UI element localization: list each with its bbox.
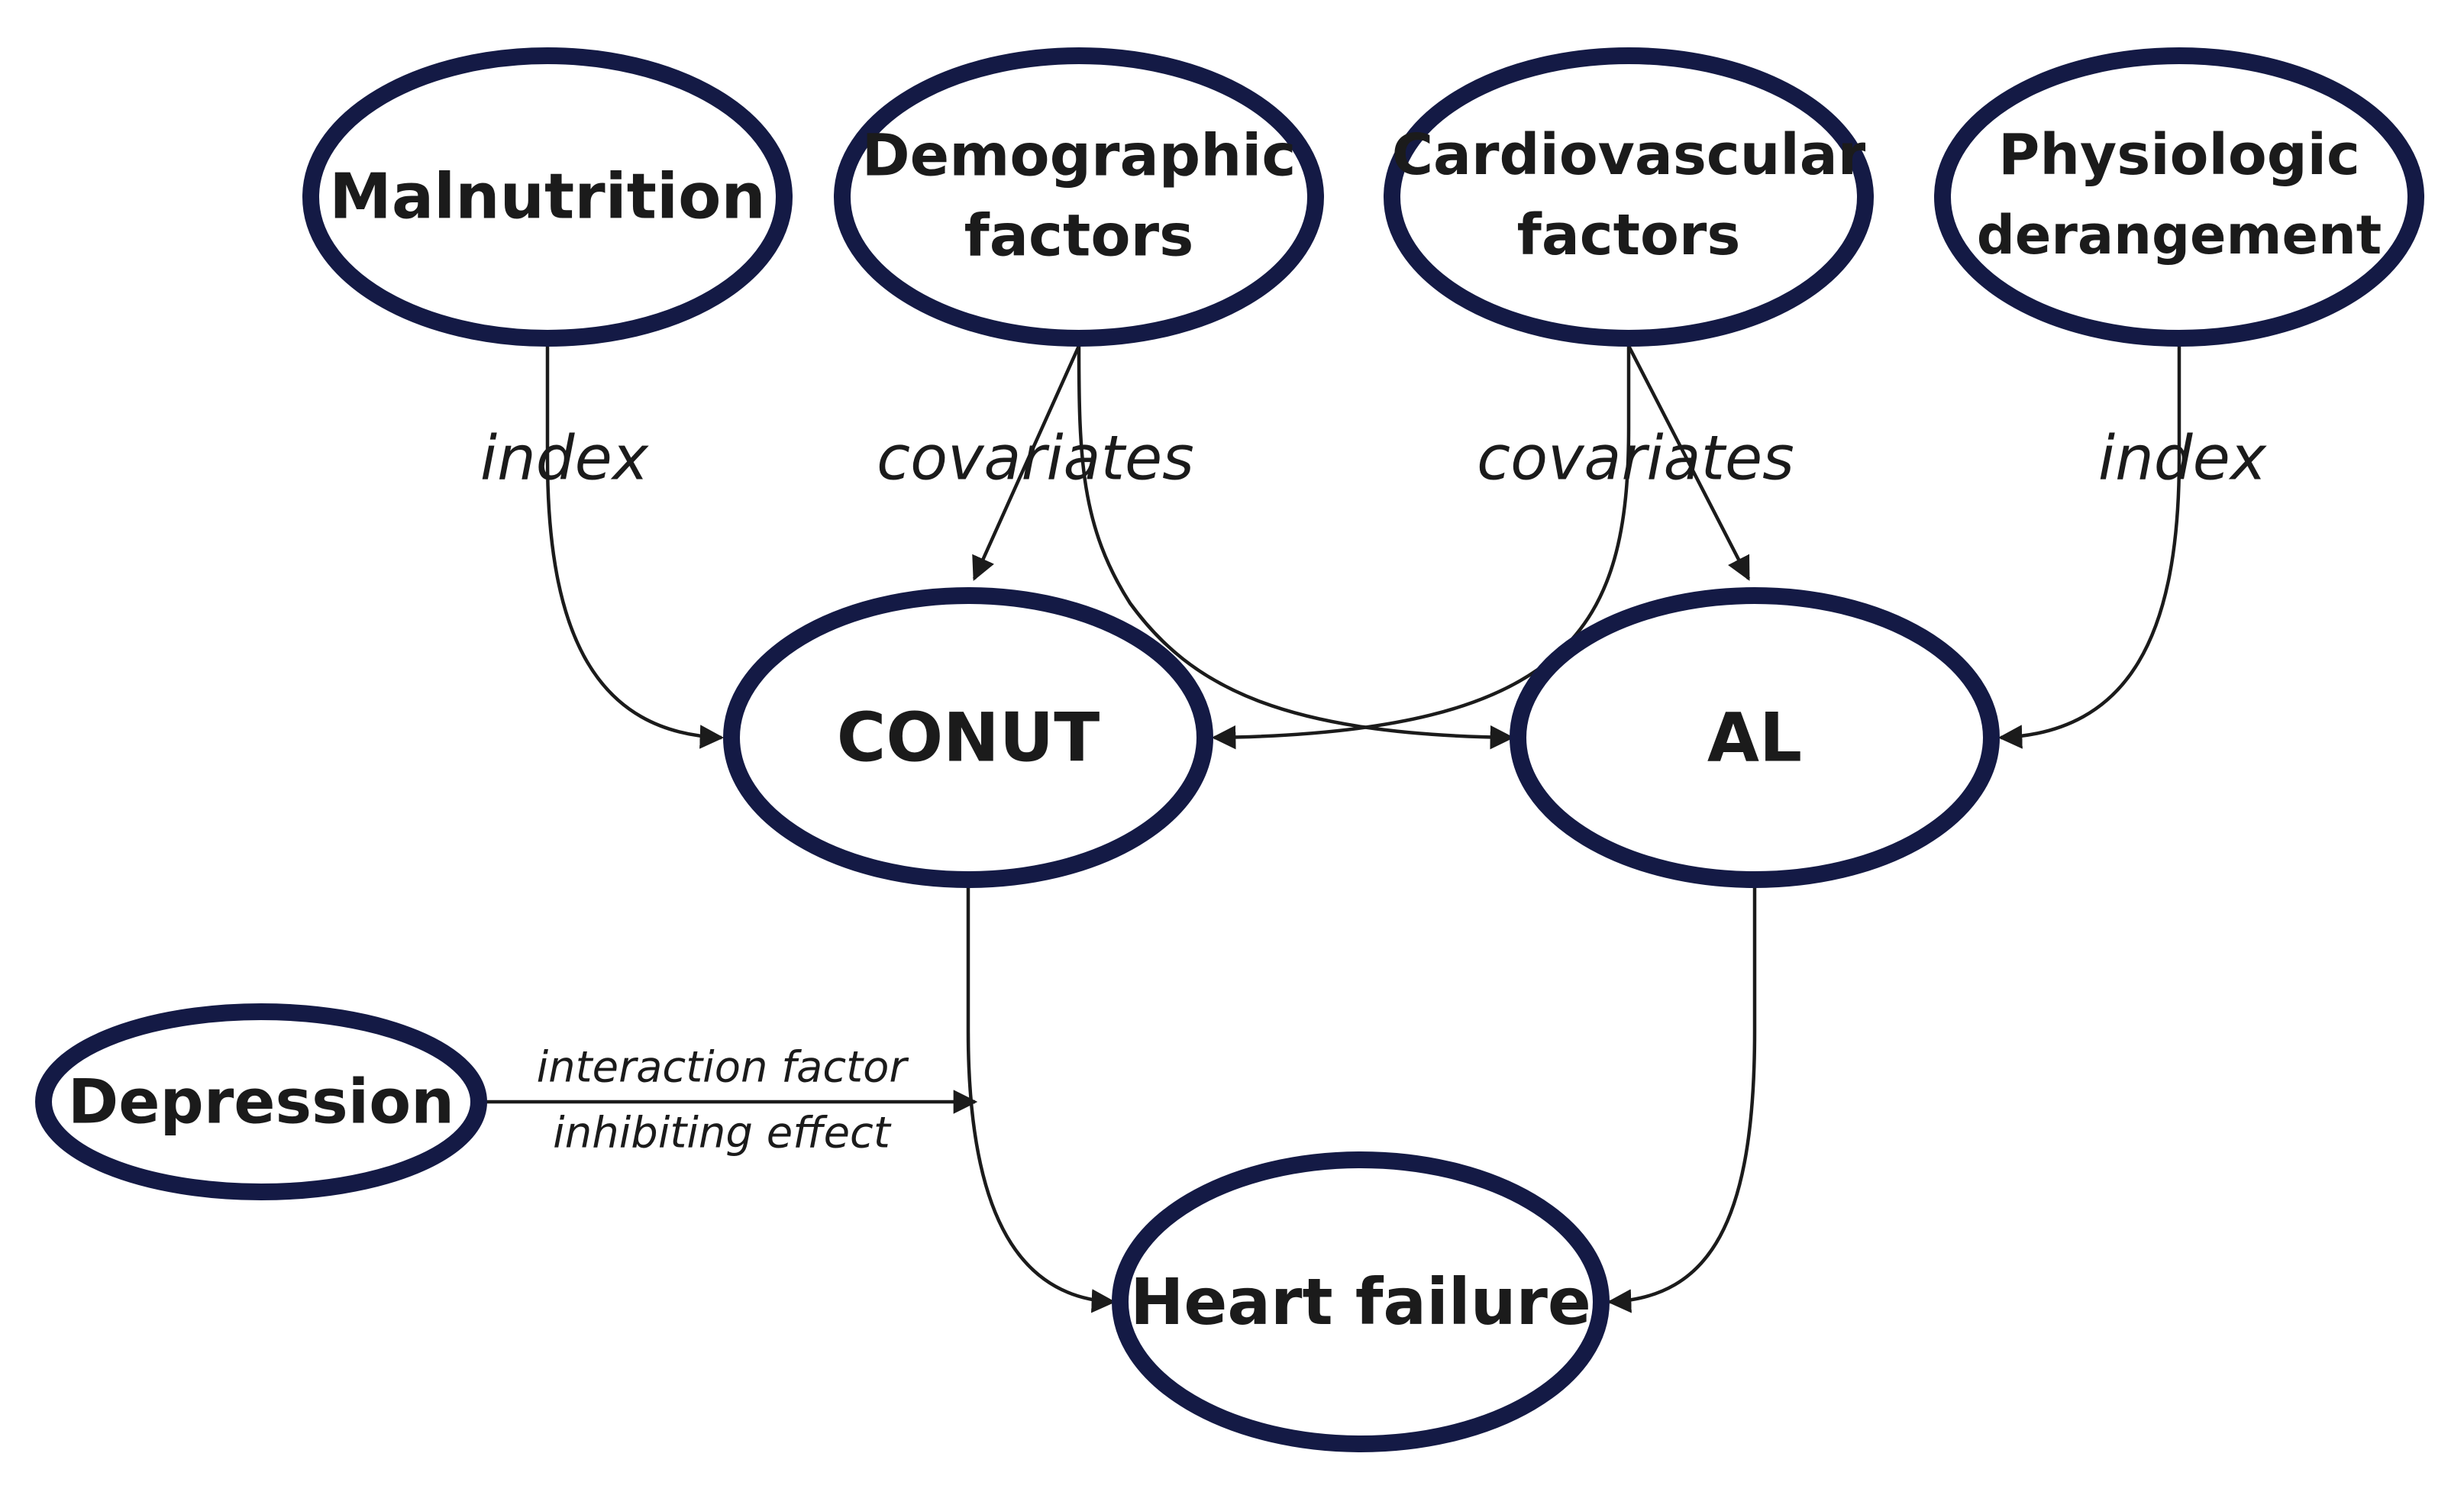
label-inhibiting-effect: inhibiting effect <box>553 1109 892 1158</box>
label-interaction-factor: interaction factor <box>537 1043 909 1093</box>
node-cardiovascular-factors: Cardiovascular factors <box>1384 47 1874 347</box>
node-heart-failure-ellipse <box>1112 1151 1610 1452</box>
node-conut-label: CONUT <box>837 699 1100 777</box>
node-malnutrition-ellipse <box>302 47 793 347</box>
label-demographic-covariates: covariates <box>877 423 1194 494</box>
node-physiologic-label-line2: derangement <box>1977 204 2382 266</box>
edge-malnutrition-to-conut <box>545 346 725 749</box>
node-depression: Depression <box>35 1003 487 1200</box>
edge-physiologic-to-al <box>1997 346 2181 749</box>
label-physiologic-index: index <box>2098 423 2268 494</box>
label-malnutrition-index: index <box>480 423 650 494</box>
node-conut: CONUT <box>723 587 1213 888</box>
node-heart-failure-label: Heart failure <box>1130 1264 1591 1339</box>
node-cardiovascular-label-line1: Cardiovascular <box>1392 122 1866 188</box>
node-demographic-ellipse <box>834 47 1324 347</box>
nodes: Malnutrition Demographic factors Cardiov… <box>35 47 2424 1452</box>
node-al: AL <box>1510 587 2000 888</box>
node-demographic-factors: Demographic factors <box>834 47 1324 347</box>
node-malnutrition: Malnutrition <box>302 47 793 347</box>
node-depression-label: Depression <box>68 1067 454 1138</box>
edge-cardiovascular-to-al <box>1626 344 1751 581</box>
node-physiologic-ellipse <box>1934 47 2424 347</box>
node-conut-ellipse <box>723 587 1213 888</box>
edge-demographic-to-conut <box>972 345 1081 581</box>
node-heart-failure: Heart failure <box>1112 1151 1610 1452</box>
node-cardiovascular-ellipse <box>1384 47 1874 347</box>
node-al-ellipse <box>1510 587 2000 888</box>
edge-labels: index covariates covariates index intera… <box>480 423 2268 1158</box>
edge-conut-to-heart-failure <box>966 887 1116 1313</box>
node-cardiovascular-label-line2: factors <box>1517 202 1741 268</box>
label-cardiovascular-covariates: covariates <box>1477 423 1794 494</box>
node-demographic-label-line1: Demographic <box>862 121 1297 189</box>
node-physiologic-label-line1: Physiologic <box>1998 122 2360 188</box>
node-malnutrition-label: Malnutrition <box>329 161 766 234</box>
node-demographic-label-line2: factors <box>964 202 1194 270</box>
node-physiologic-derangement: Physiologic derangement <box>1934 47 2424 347</box>
node-depression-ellipse <box>35 1003 487 1200</box>
node-al-label: AL <box>1707 699 1802 777</box>
edge-al-to-heart-failure <box>1607 887 1757 1313</box>
edge-demographic-to-al <box>1077 345 1515 750</box>
